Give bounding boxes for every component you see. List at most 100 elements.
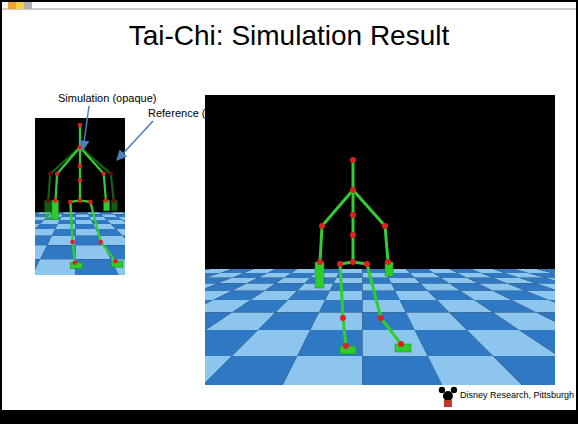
joint [78,198,82,202]
deco-square [24,2,32,9]
floor-tile [40,220,60,224]
logo-text: Disney Research, Pittsburgh [460,390,574,400]
joint [78,123,82,127]
joint [78,145,82,149]
bone [57,147,80,174]
floor-tile [552,273,555,278]
floor-tile [549,300,555,312]
joint [88,200,92,204]
joint [317,259,323,265]
floor-tile [325,291,362,300]
callout-label: Simulation (opaque) [58,92,156,105]
floor-tile [35,224,58,229]
floor-tile [61,214,75,217]
floor-tile [310,313,362,330]
floor-tile [88,214,103,217]
joint [350,212,356,218]
joint [398,341,404,347]
bone [73,242,75,263]
floor-tile [276,278,311,284]
bone [343,318,346,346]
joint [70,240,74,244]
floor-tile [76,220,94,224]
floor-tile [276,356,363,385]
floor-tile [40,245,75,259]
joint [99,240,103,244]
mickey-logo [439,387,457,407]
floor-tile [76,229,100,236]
floor-tile [284,273,315,278]
joint [70,240,74,244]
leader-arrow [117,121,153,160]
floor-tile [58,220,76,224]
floor-tile [123,212,125,214]
bone [320,226,322,262]
bone [104,174,106,201]
bone [50,147,80,174]
floor-tile [297,330,362,356]
bone [367,264,381,318]
floor-tile [76,217,92,220]
floor-tile [339,269,363,273]
floor-tile [123,236,125,245]
bone [381,318,401,344]
joint [78,178,82,182]
top-rule [2,9,576,10]
bone [322,190,353,226]
deco-square [8,2,16,9]
floor-tile [258,313,319,330]
floor-tile [363,273,389,278]
floor-tile [111,224,125,229]
bone [79,125,81,147]
joint [101,172,105,176]
bone [80,147,104,174]
bottom-bar [0,410,578,424]
deco-square [16,2,24,9]
bone [70,202,72,242]
joint [46,198,50,202]
floor-tile [537,313,556,330]
joint [109,172,113,176]
slide-title: Tai-Chi: Simulation Result [0,20,578,52]
bone [79,147,81,166]
floor-tile [63,212,76,214]
bone [73,242,75,263]
joint [350,259,356,265]
bone [48,174,50,201]
bone [80,147,111,174]
floor-tile [116,229,125,236]
floor-tile [118,217,125,220]
floor-tile [111,259,125,275]
joint [104,198,108,202]
floor-tile [232,330,310,356]
joint [364,261,370,267]
floor-tile [526,291,555,300]
bone [385,226,388,262]
floor-tile [288,291,330,300]
floor-tile [512,300,555,312]
joint [382,223,388,229]
joint [350,157,356,163]
joint [340,315,346,321]
bone [352,235,355,262]
joint [319,223,325,229]
floor-tile [493,356,555,385]
joint [78,145,82,149]
floor-tile [363,284,396,291]
floor-tile [76,212,89,214]
body-block [52,200,59,219]
floor-tile [519,330,555,356]
joint [111,198,115,202]
small-render [35,118,125,275]
joint [48,172,52,176]
bone [340,264,343,318]
floor-tile [363,291,400,300]
floor-tile [545,278,555,284]
joint [78,123,82,127]
floor-tile [35,259,75,275]
floor-tile [363,300,407,312]
callout-label: Reference (transparent) [148,107,265,120]
bone [111,174,114,201]
bone [79,166,81,181]
